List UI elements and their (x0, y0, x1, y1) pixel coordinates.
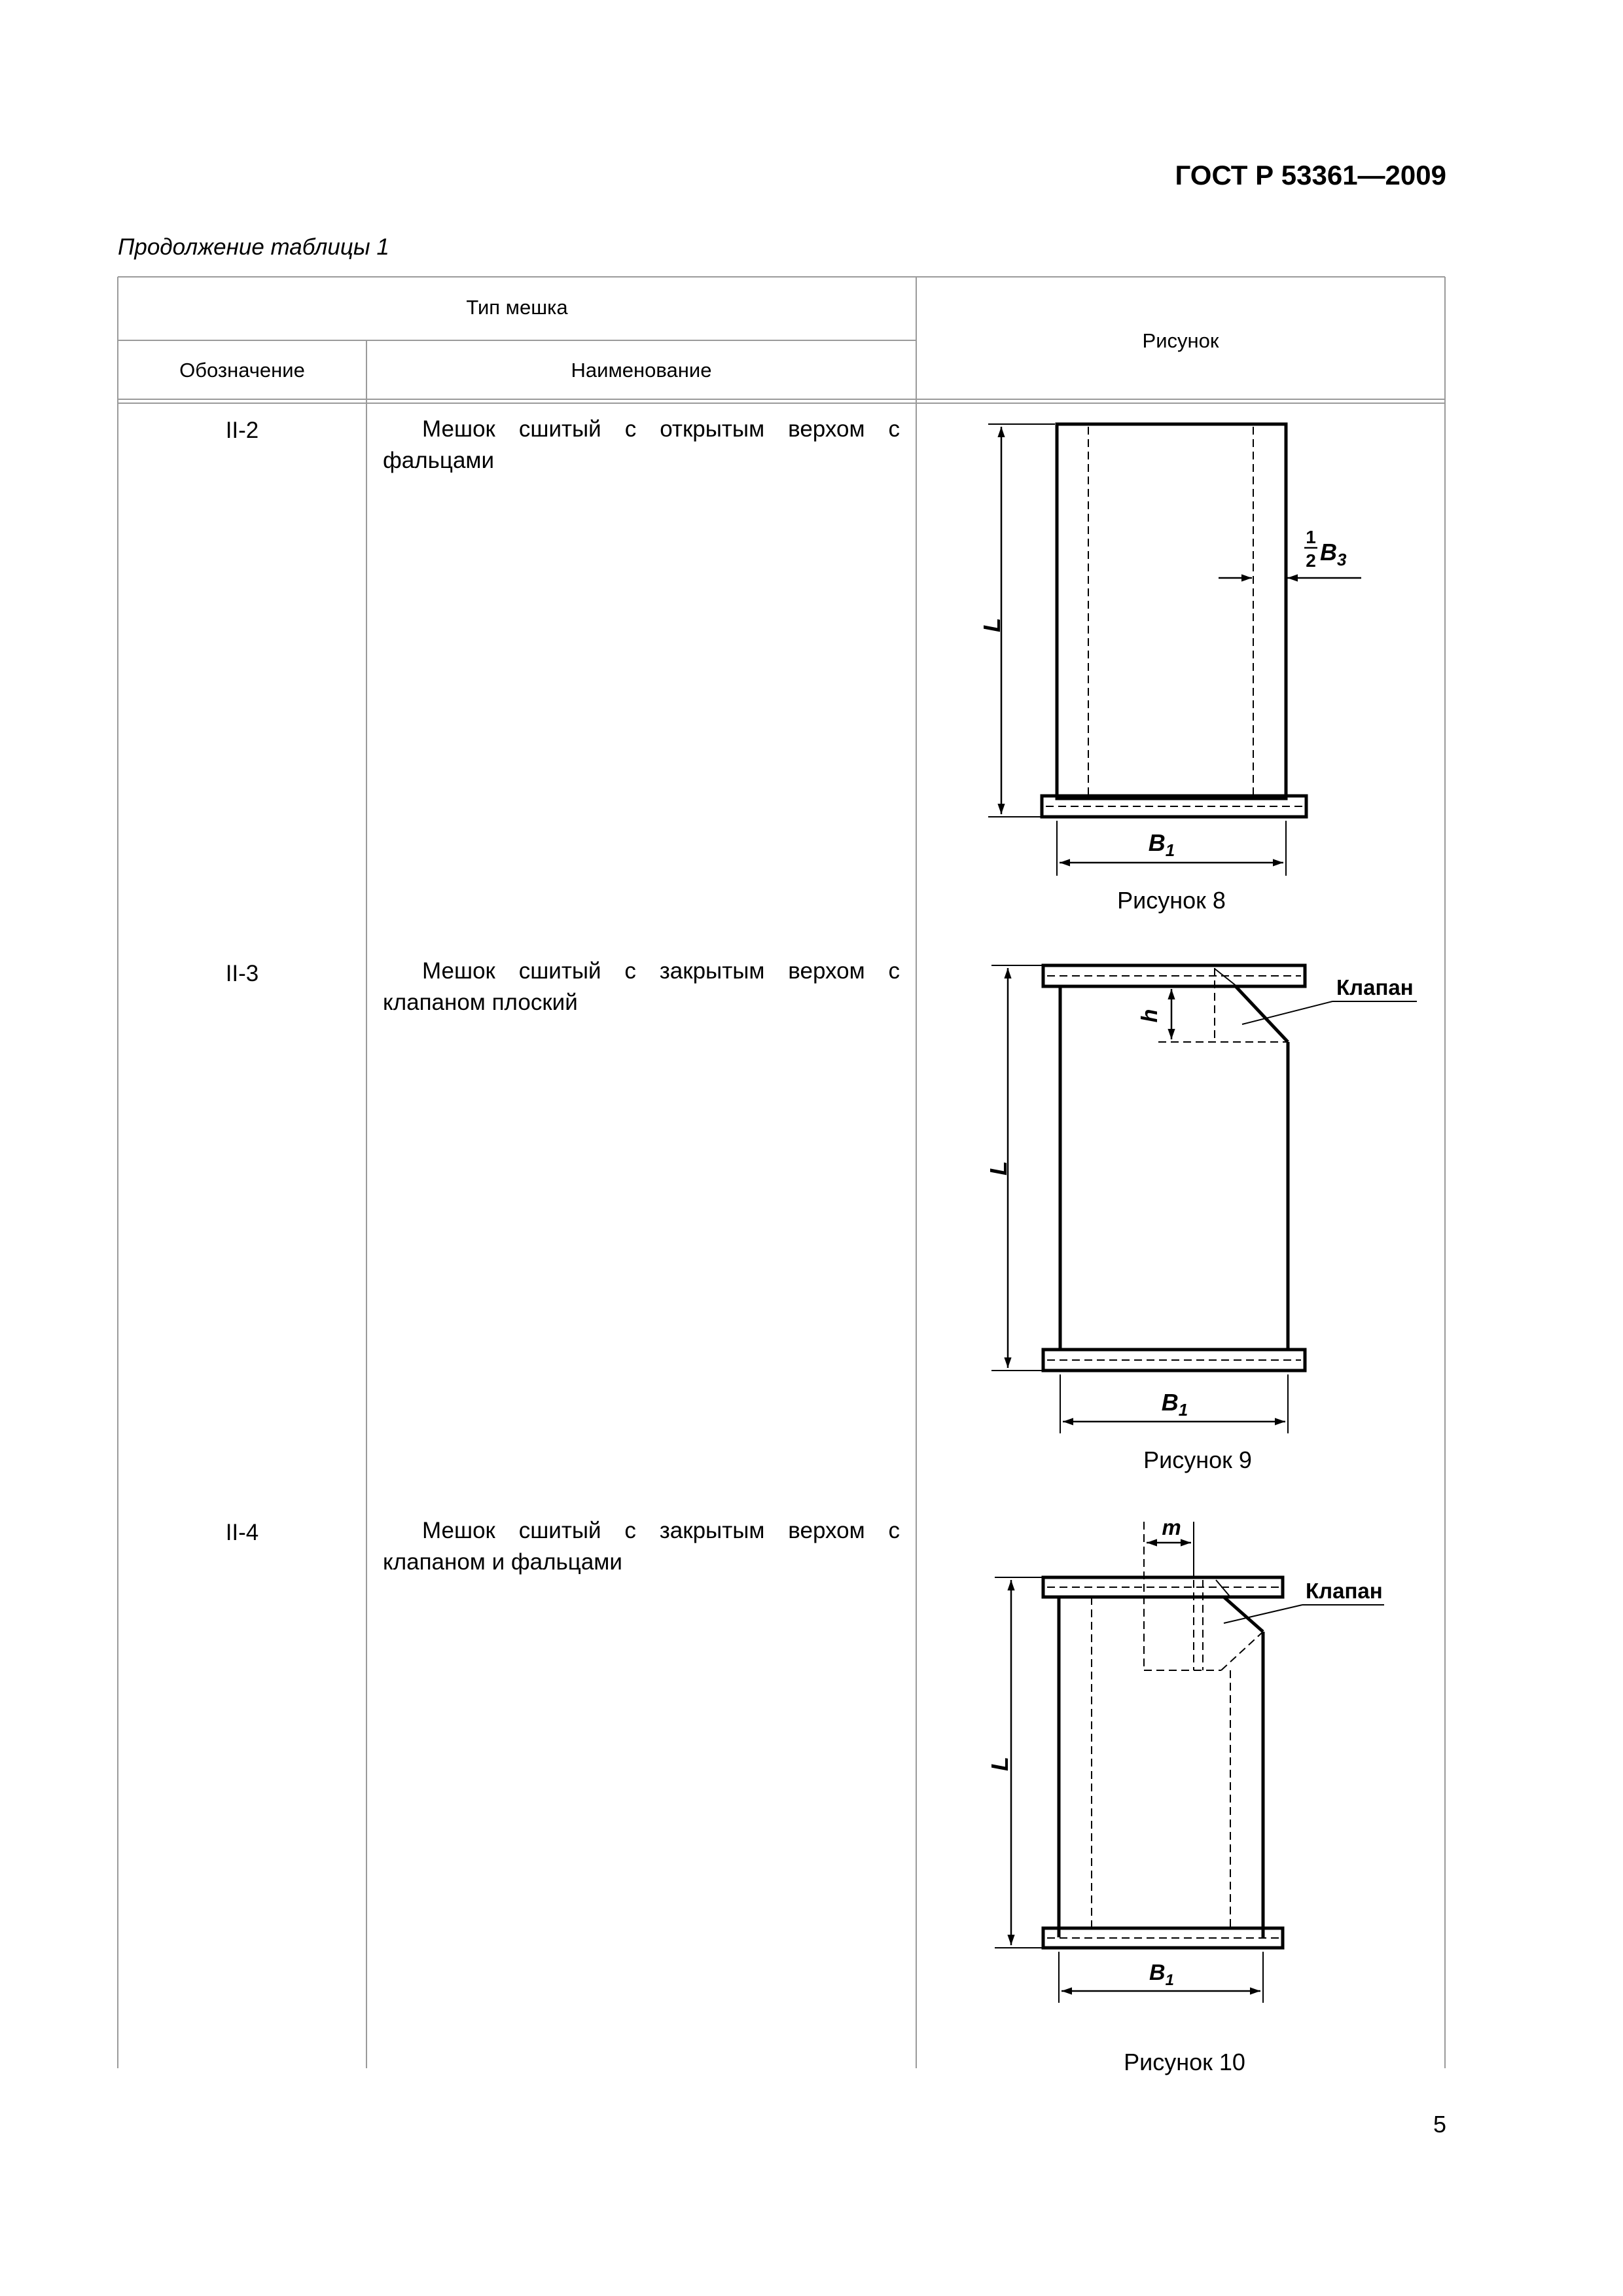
valve-label: Клапан (1306, 1579, 1383, 1603)
table-row-designation: II-3 (225, 961, 259, 986)
document-code: ГОСТ Р 53361—2009 (1175, 160, 1446, 190)
width-label: B1 (1149, 1960, 1174, 1989)
length-label: L (986, 1757, 1013, 1771)
width-label: B1 (1162, 1389, 1188, 1420)
figure-caption: Рисунок 10 (1124, 2049, 1245, 2075)
table-row-name: Мешок сшитый с закрытым верхом с клапано… (383, 1518, 900, 1575)
header-figure: Рисунок (1142, 329, 1219, 352)
fold-fraction-denominator: 2 (1306, 550, 1316, 571)
fold-fraction-numerator: 1 (1306, 527, 1316, 547)
table-row-name: Мешок сшитый с открытым верхом с фальцам… (383, 416, 900, 473)
figure-caption: Рисунок 9 (1143, 1446, 1252, 1473)
length-label: L (978, 618, 1005, 632)
valve-height-label: h (1137, 1009, 1162, 1023)
width-label: B1 (1149, 829, 1175, 860)
table-row-designation: II-4 (225, 1520, 259, 1545)
table-caption: Продолжение таблицы 1 (118, 234, 389, 260)
valve-width-label: m (1162, 1515, 1181, 1539)
figure-caption: Рисунок 8 (1117, 887, 1226, 914)
length-label: L (985, 1161, 1012, 1175)
fold-width-label: B3 (1320, 539, 1347, 569)
header-name: Наименование (571, 359, 712, 382)
valve-label: Клапан (1336, 975, 1414, 999)
header-bag-type: Тип мешка (466, 296, 568, 319)
header-designation: Обозначение (179, 359, 305, 382)
page-number: 5 (1433, 2111, 1446, 2138)
table-row-name: Мешок сшитый с закрытым верхом с клапано… (383, 958, 900, 1015)
table-row-designation: II-2 (225, 418, 259, 443)
